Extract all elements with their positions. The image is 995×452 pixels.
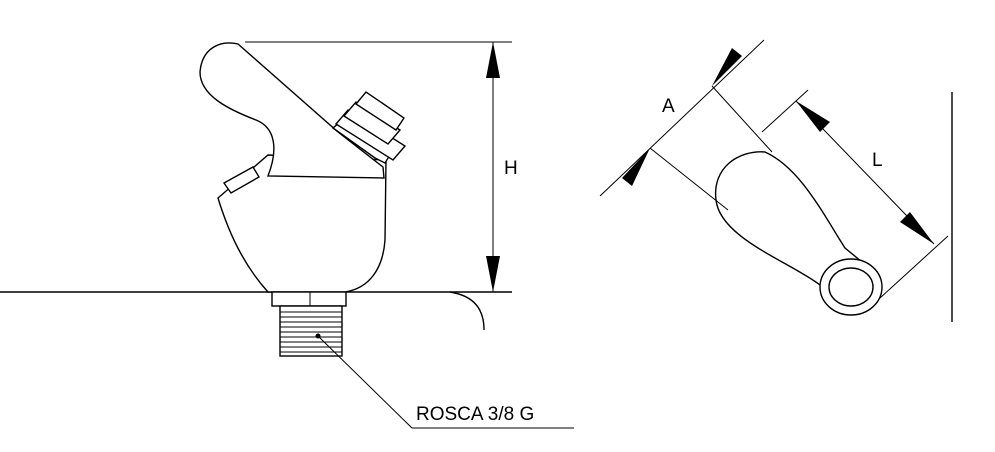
- angled-view: A L: [599, 39, 953, 322]
- lever-arm: [199, 42, 385, 179]
- nozzle-inner-ring: [828, 267, 874, 307]
- nozzle-profile: [714, 151, 864, 298]
- thread-label: ROSCA 3/8 G: [416, 404, 534, 425]
- dimension-height: H: [486, 42, 518, 292]
- counter-edge-curve: [449, 291, 485, 331]
- dimension-width: A: [599, 39, 773, 211]
- length-label: L: [872, 150, 883, 171]
- threaded-stem: [279, 305, 343, 357]
- nozzle-cap: [331, 91, 407, 164]
- base-nut: [271, 291, 347, 307]
- body-tab: [222, 166, 260, 194]
- side-view: ROSCA 3/8 G H: [0, 41, 574, 429]
- leader-line: [317, 335, 413, 429]
- dimension-length: L: [761, 89, 949, 299]
- width-label: A: [662, 96, 675, 117]
- height-label: H: [504, 158, 518, 179]
